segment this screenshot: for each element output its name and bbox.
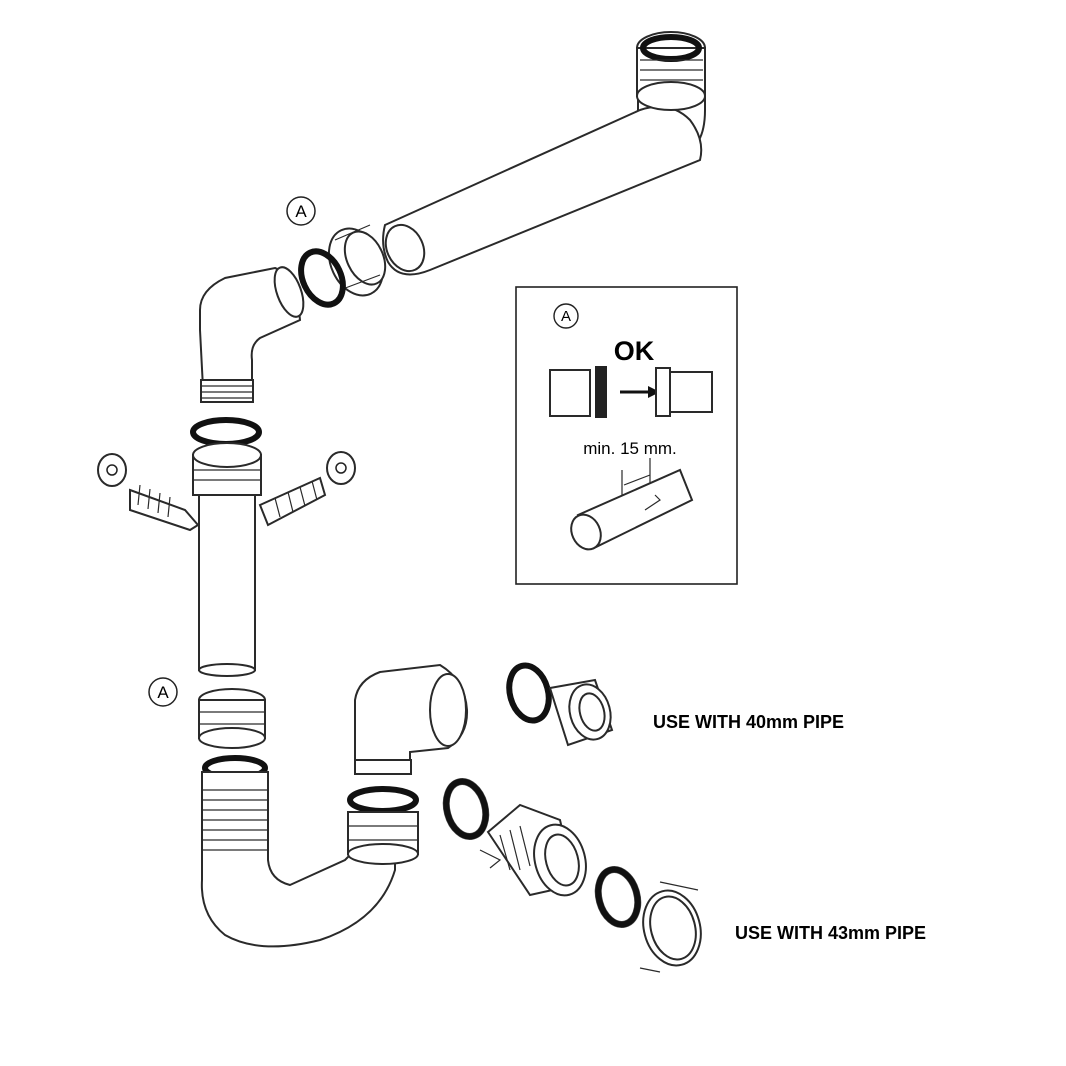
right-side-inlet [258, 451, 356, 527]
bottom-joint-nut [198, 688, 266, 749]
top-callout-a: A [286, 196, 316, 226]
bottom-callout-a: A [148, 677, 178, 707]
inset-callout-a-text: A [561, 308, 571, 325]
upper-extension-pipe [382, 31, 706, 276]
left-side-inlet [97, 453, 200, 532]
top-callout-a-text: A [295, 202, 307, 221]
trap-outlet-nut [347, 786, 419, 865]
trap-body [200, 755, 396, 948]
lower-elbow [354, 663, 469, 775]
inset-measure-label: min. 15 mm. [583, 439, 677, 458]
top-joint-nut [327, 224, 387, 297]
inset-callout-a: A [553, 303, 579, 329]
pipe-43-label: USE WITH 43mm PIPE [735, 923, 926, 943]
central-tee [190, 417, 262, 677]
upper-elbow [199, 266, 305, 403]
bottom-callout-a-text: A [157, 683, 169, 702]
adaptor-43mm [442, 778, 702, 973]
adaptor-40mm [506, 662, 614, 747]
inset-detail-box: A OK min. 15 mm. [515, 286, 738, 585]
top-joint-seal [298, 248, 346, 308]
pipe-40-label: USE WITH 40mm PIPE [653, 712, 844, 732]
inset-ok-label: OK [614, 336, 655, 366]
